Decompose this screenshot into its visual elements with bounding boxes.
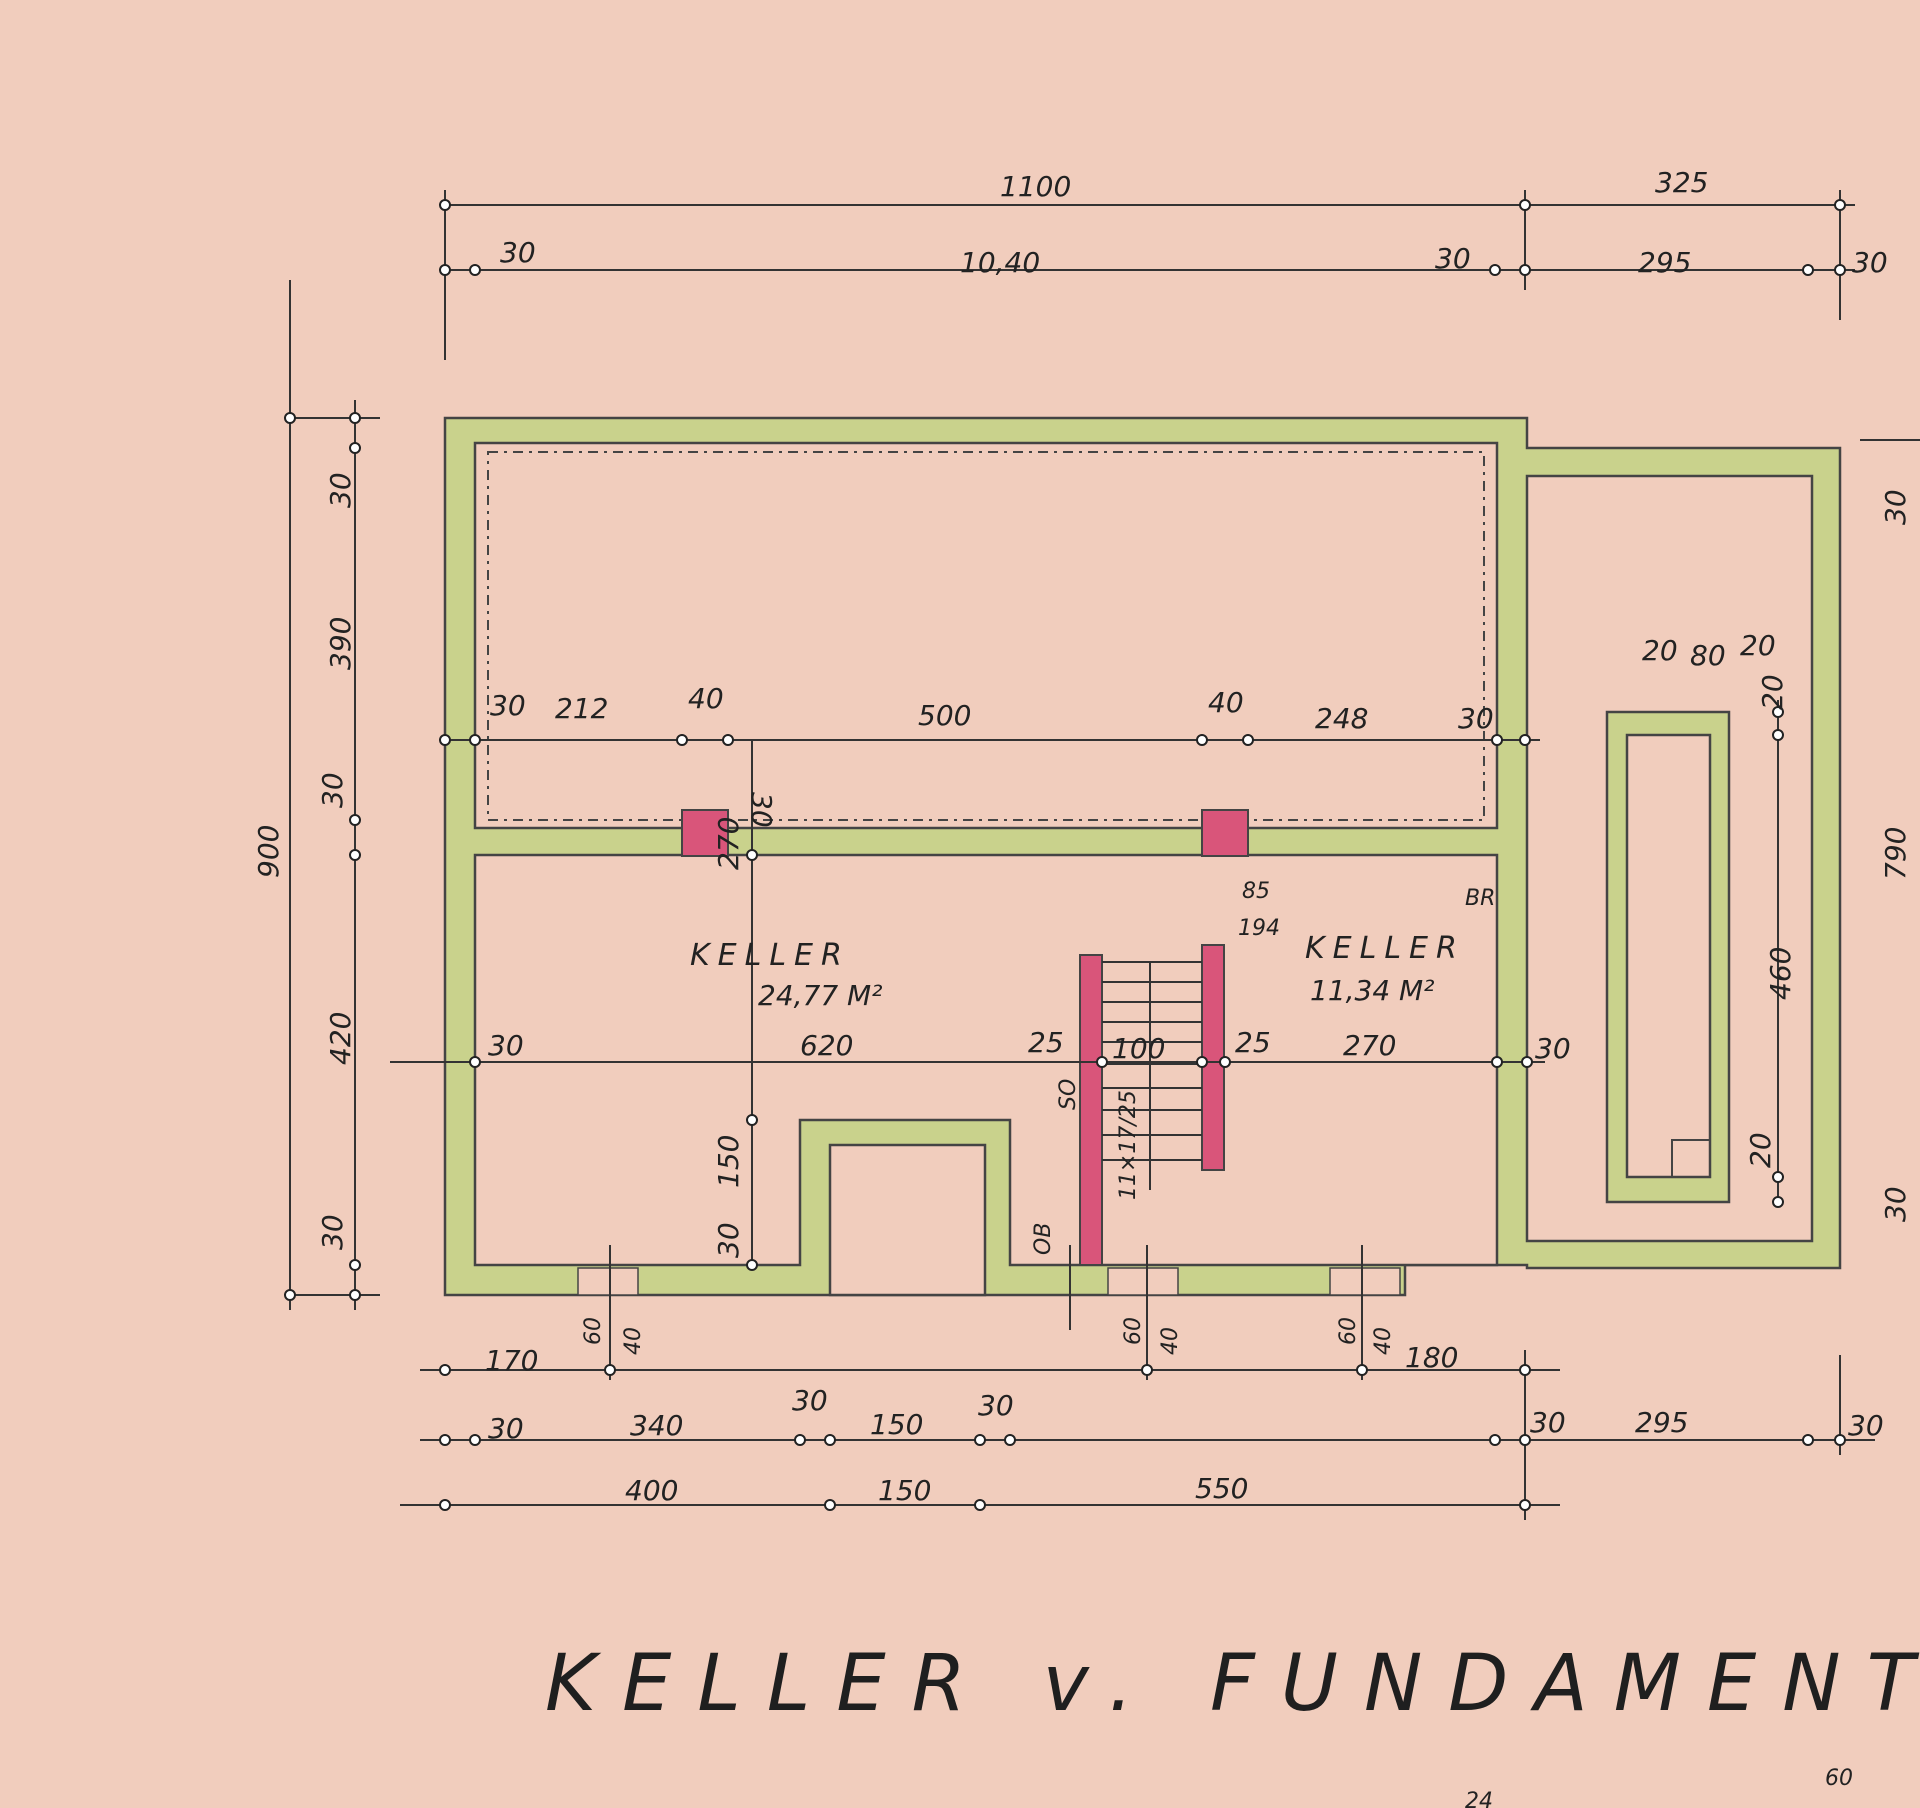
dim-left-30a: 30 bbox=[324, 472, 357, 508]
dim-rs-30a: 30 bbox=[1879, 489, 1912, 525]
dim-500: 500 bbox=[918, 699, 971, 732]
dim-248: 248 bbox=[1315, 702, 1368, 735]
building-walls bbox=[443, 416, 1842, 1297]
dim-620: 620 bbox=[800, 1029, 853, 1062]
room-labels: KELLER 24,77 M² KELLER 11,34 M² bbox=[690, 931, 1465, 1012]
dim-b2-30c: 30 bbox=[978, 1389, 1014, 1422]
dim-40b: 40 bbox=[1208, 686, 1244, 719]
dim-low-30b: 30 bbox=[1535, 1032, 1571, 1065]
dim-rb-20c: 20 bbox=[1756, 674, 1789, 710]
dim-40a: 40 bbox=[688, 682, 724, 715]
dim-180: 180 bbox=[1405, 1341, 1458, 1374]
dim-25b: 25 bbox=[1235, 1026, 1271, 1059]
ob-note: OB bbox=[1031, 1223, 1056, 1255]
dim-b2-30a: 30 bbox=[488, 1412, 524, 1445]
dim-op-60c: 60 bbox=[1336, 1317, 1361, 1345]
dim-b2-30b: 30 bbox=[792, 1384, 828, 1417]
dim-30b: 30 bbox=[1435, 242, 1471, 275]
page-fragment: 24 bbox=[1465, 1789, 1493, 1808]
room-area-cellar-small: 11,34 M² bbox=[1310, 974, 1434, 1007]
room-name-cellar-small: KELLER bbox=[1305, 931, 1465, 966]
dim-390: 390 bbox=[324, 617, 357, 670]
dim-rb-20b: 20 bbox=[1740, 629, 1776, 662]
dim-790: 790 bbox=[1879, 827, 1912, 880]
dim-100: 100 bbox=[1112, 1032, 1165, 1065]
dim-340: 340 bbox=[630, 1409, 683, 1442]
room-name-cellar-large: KELLER bbox=[690, 938, 850, 973]
dim-rb-20a: 20 bbox=[1642, 634, 1678, 667]
dim-25a: 25 bbox=[1028, 1026, 1064, 1059]
dim-b2-30d: 30 bbox=[1530, 1406, 1566, 1439]
room-area-cellar-large: 24,77 M² bbox=[758, 979, 882, 1012]
dim-row-30b: 30 bbox=[1458, 702, 1494, 735]
dim-b3-150: 150 bbox=[878, 1474, 931, 1507]
stair-dim-85: 85 bbox=[1242, 879, 1270, 904]
dim-900: 900 bbox=[252, 825, 285, 878]
dim-iv-30b: 30 bbox=[712, 1222, 745, 1258]
dim-iv-150: 150 bbox=[712, 1135, 745, 1188]
dim-left-30b: 30 bbox=[316, 772, 349, 808]
dim-rb-20d: 20 bbox=[1744, 1132, 1777, 1168]
dimension-ticks bbox=[284, 199, 1846, 1511]
dim-30c: 30 bbox=[1852, 246, 1888, 279]
stair-dim-194: 194 bbox=[1238, 916, 1280, 941]
dim-row-30a: 30 bbox=[490, 689, 526, 722]
dimension-labels: 1100 325 30 10,40 30 295 30 30 212 40 50… bbox=[485, 166, 1888, 1808]
dim-550: 550 bbox=[1195, 1472, 1248, 1505]
boiler-label: BR bbox=[1465, 886, 1495, 911]
dim-170: 170 bbox=[485, 1344, 538, 1377]
dim-b2-30e: 30 bbox=[1848, 1409, 1884, 1442]
dim-270: 270 bbox=[1343, 1029, 1396, 1062]
dim-400: 400 bbox=[625, 1474, 678, 1507]
dim-b2-295: 295 bbox=[1635, 1406, 1688, 1439]
so-note: SO bbox=[1056, 1079, 1081, 1110]
dim-1040: 10,40 bbox=[960, 246, 1040, 279]
dim-iv-270: 270 bbox=[712, 817, 745, 870]
dim-30a: 30 bbox=[500, 236, 536, 269]
vertical-dimension-labels: 900 30 390 30 420 30 30 270 150 30 20 46… bbox=[252, 472, 1912, 1355]
drawing-title: KELLER v. FUNDAMENTE bbox=[545, 1639, 1920, 1729]
dim-low-30a: 30 bbox=[488, 1029, 524, 1062]
dim-op-60b: 60 bbox=[1121, 1317, 1146, 1345]
dim-325: 325 bbox=[1655, 166, 1708, 199]
dim-1100: 1100 bbox=[1000, 170, 1071, 203]
dimension-lines bbox=[285, 190, 1920, 1520]
dim-op-40a: 40 bbox=[621, 1327, 646, 1355]
dim-op-60a: 60 bbox=[581, 1317, 606, 1345]
dim-rs-30b: 30 bbox=[1879, 1186, 1912, 1222]
staircase bbox=[1102, 961, 1202, 1190]
dim-iv-30: 30 bbox=[745, 792, 778, 828]
dim-op-40b: 40 bbox=[1158, 1327, 1183, 1355]
dim-op-40c: 40 bbox=[1371, 1327, 1396, 1355]
stair-note: 11×17/25 bbox=[1116, 1090, 1141, 1200]
dim-corner-60: 60 bbox=[1825, 1766, 1853, 1791]
dim-295: 295 bbox=[1638, 246, 1691, 279]
dim-420: 420 bbox=[324, 1012, 357, 1065]
dim-left-30c: 30 bbox=[316, 1214, 349, 1250]
dim-212: 212 bbox=[555, 692, 608, 725]
dim-460: 460 bbox=[1764, 947, 1797, 1000]
dim-b2-150: 150 bbox=[870, 1408, 923, 1441]
dim-rb-80: 80 bbox=[1690, 639, 1726, 672]
